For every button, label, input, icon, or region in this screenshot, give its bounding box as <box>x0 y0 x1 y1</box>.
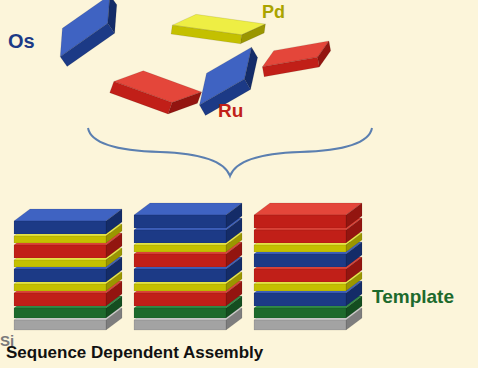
layer-slab <box>14 257 122 282</box>
layer-slab <box>110 63 202 122</box>
layer-slab <box>254 308 362 330</box>
layer-slab <box>134 203 242 228</box>
caption: Sequence Dependent Assembly <box>6 343 263 363</box>
layer-slab <box>254 203 362 228</box>
template-label: Template <box>372 286 454 308</box>
curly-brace <box>88 128 372 176</box>
layer-slab <box>48 0 130 66</box>
layer-slab <box>14 233 122 258</box>
element-label: Os <box>8 30 35 53</box>
element-label: Pd <box>262 2 285 23</box>
layer-slab <box>14 308 122 330</box>
layer-slab <box>134 308 242 330</box>
layer-slab <box>260 41 333 77</box>
layer-slab <box>14 209 122 234</box>
layer-slab <box>134 242 242 267</box>
layer-slab <box>254 281 362 306</box>
layer-slab <box>254 242 362 267</box>
layer-slab <box>14 281 122 306</box>
element-label: Ru <box>218 100 243 122</box>
layer-slab <box>171 11 265 47</box>
layer-slab <box>134 281 242 306</box>
